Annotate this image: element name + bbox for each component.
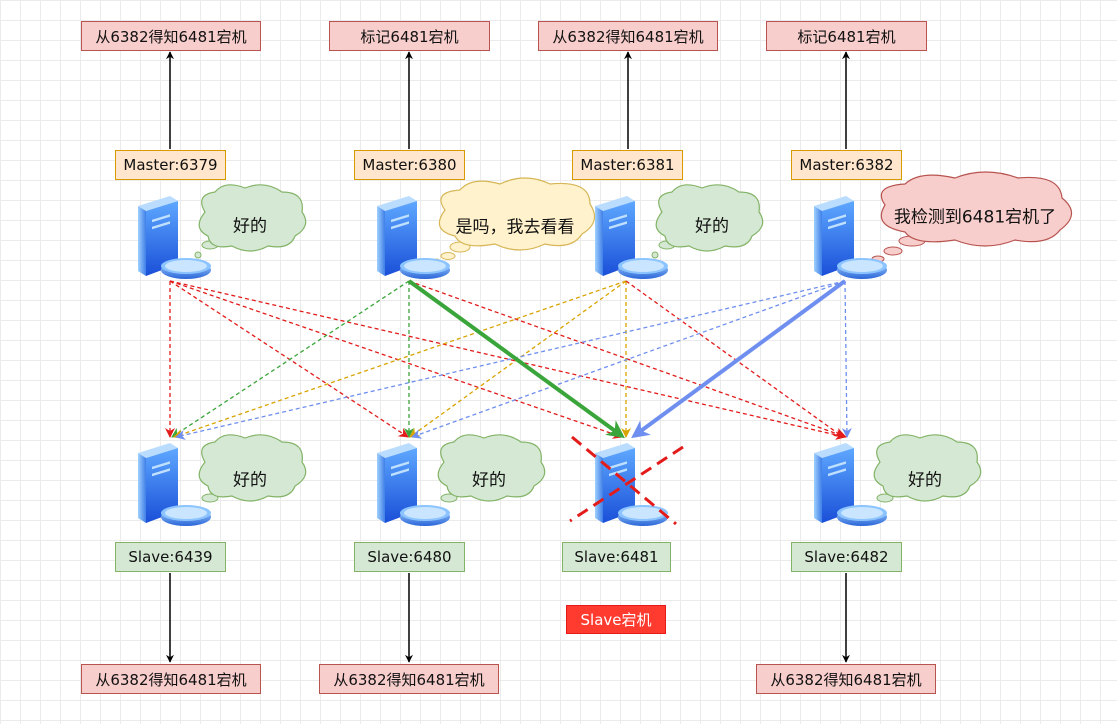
edge-6382-to-6481-detect — [631, 279, 847, 439]
server-icon — [595, 443, 668, 526]
edge-6379-to-6480 — [169, 280, 409, 438]
edge-6380-to-6439 — [171, 280, 410, 438]
edge-6381-to-6482 — [625, 280, 844, 438]
notice-s6439: 从6382得知6481宕机 — [81, 664, 261, 694]
edge-6382-to-6439 — [175, 280, 846, 440]
slave-6480: Slave:6480 — [354, 542, 465, 572]
server-icon — [814, 196, 887, 279]
notice-s6482: 从6382得知6481宕机 — [756, 664, 936, 694]
server-icon — [377, 196, 450, 279]
bubble-m6382 — [871, 171, 1073, 263]
bubble-text-s6482: 好的 — [908, 470, 942, 491]
server-icon — [377, 443, 450, 526]
master-6382: Master:6382 — [791, 150, 902, 180]
bubble-text-m6382: 我检测到6481宕机了 — [893, 207, 1057, 228]
bubble-m6379 — [194, 184, 307, 259]
edge-6379-to-6482 — [169, 280, 846, 440]
edge-6380-to-6481-check — [407, 279, 625, 439]
red-x-icon — [569, 435, 684, 526]
notice-m6380: 标记6481宕机 — [329, 21, 490, 51]
bubble-s6439 — [194, 434, 307, 514]
edge-6379-to-6481 — [169, 280, 623, 439]
notice-arrows — [166, 51, 850, 663]
server-icon — [814, 443, 887, 526]
mesh-edges — [165, 279, 852, 440]
edge-6381-to-6439 — [173, 280, 627, 439]
bubble-s6482 — [869, 434, 982, 514]
slave-down-label: Slave宕机 — [566, 605, 666, 634]
edge-6382-to-6482 — [841, 280, 852, 438]
server-icon — [138, 443, 211, 526]
slave-6439: Slave:6439 — [115, 542, 226, 572]
server-icon — [138, 196, 211, 279]
bubble-text-m6379: 好的 — [233, 216, 267, 237]
notice-m6379: 从6382得知6481宕机 — [81, 21, 261, 51]
notice-m6381: 从6382得知6481宕机 — [538, 21, 718, 51]
bubble-text-m6381: 好的 — [695, 216, 729, 237]
slave-6482: Slave:6482 — [791, 542, 902, 572]
master-6379: Master:6379 — [115, 150, 226, 180]
master-6381: Master:6381 — [572, 150, 683, 180]
bubble-text-s6439: 好的 — [233, 470, 267, 491]
bubble-text-m6380: 是吗，我去看看 — [455, 217, 575, 238]
server-icon — [595, 196, 668, 279]
thought-bubbles — [194, 171, 1073, 514]
bubble-s6480 — [433, 434, 546, 514]
master-6380: Master:6380 — [354, 150, 465, 180]
notice-s6480: 从6382得知6481宕机 — [319, 664, 499, 694]
bubble-text-s6480: 好的 — [472, 470, 506, 491]
notice-m6382: 标记6481宕机 — [766, 21, 927, 51]
bubble-m6381 — [651, 184, 764, 259]
slave-6481: Slave:6481 — [562, 542, 671, 572]
